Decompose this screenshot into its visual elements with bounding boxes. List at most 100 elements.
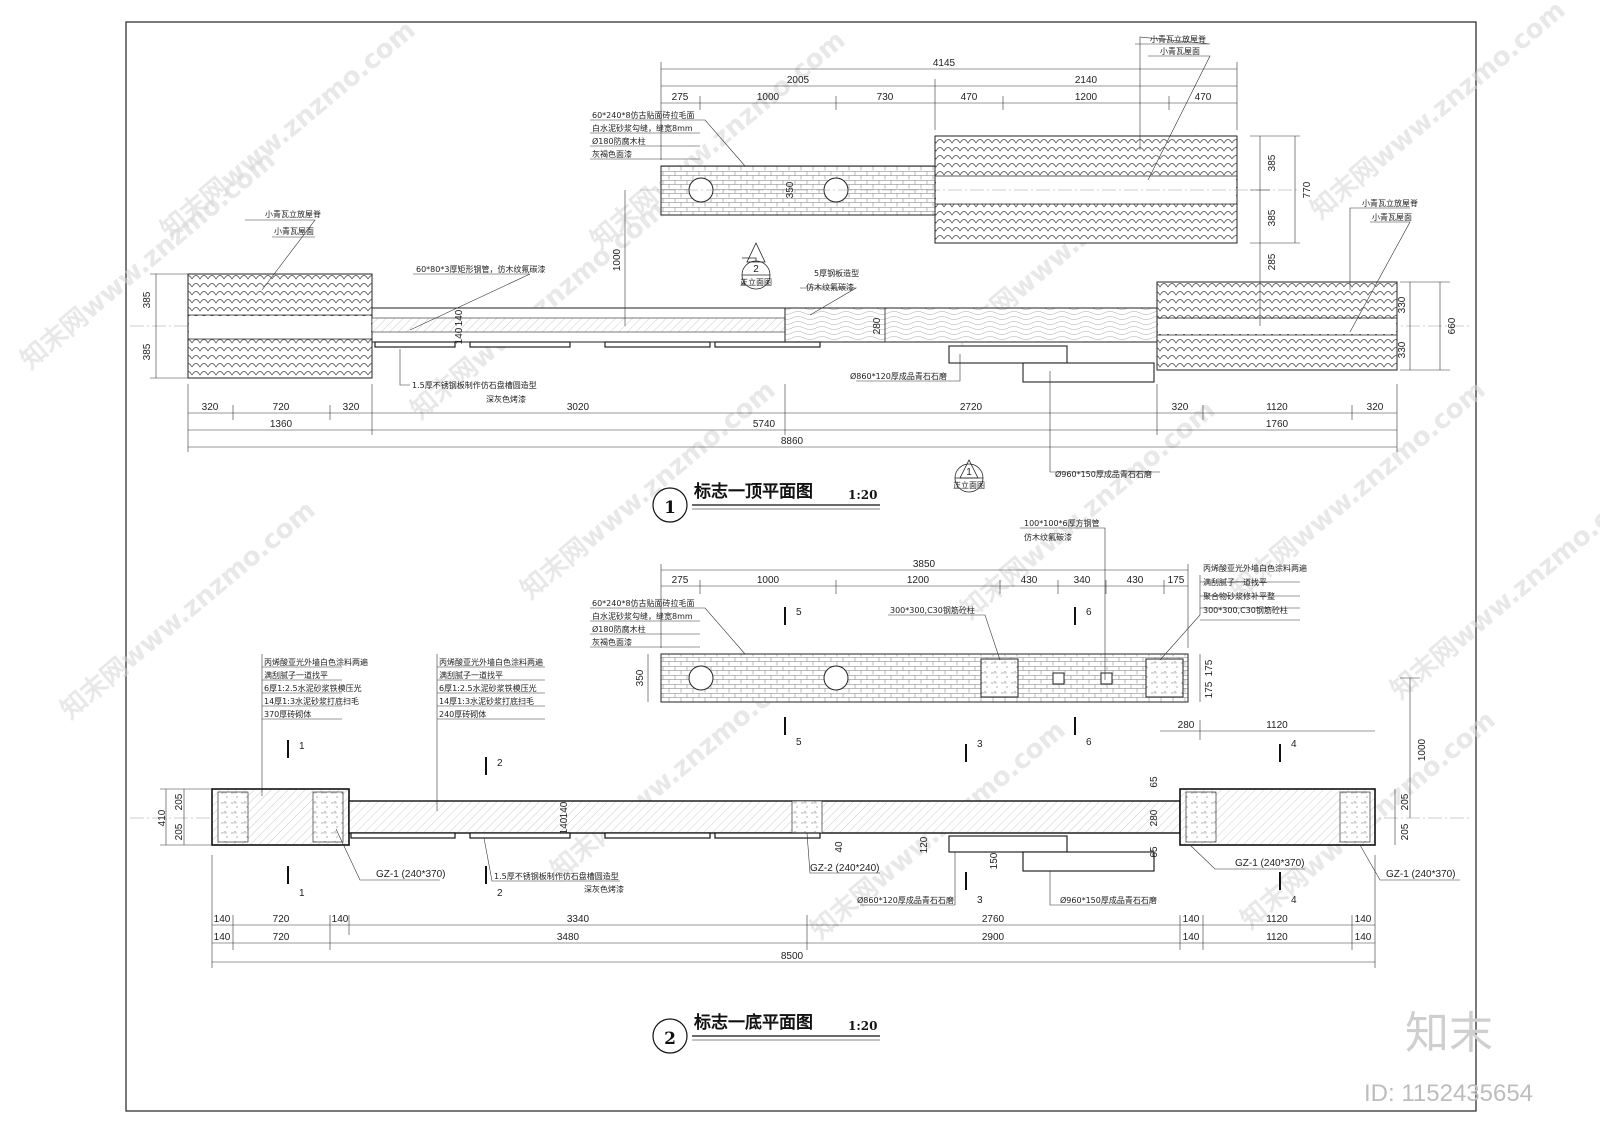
watermark-text: 知末网www.znzmo.com: [1305, 0, 1571, 225]
image-id-label: ID: 1152435654: [1364, 1080, 1533, 1107]
svg-text:6: 6: [1086, 607, 1092, 618]
dim-730: 730: [877, 92, 894, 103]
plan2-base-view: 3850 275 1000 1200 430 340 430 175 175 1…: [130, 518, 1470, 1054]
note-steel-plate-2: 仿木纹氟碳漆: [806, 282, 854, 292]
note-col-300: 300*300,C30钢筋砼柱: [890, 605, 975, 615]
svg-text:深灰色烤漆: 深灰色烤漆: [584, 884, 624, 894]
svg-text:6厚1:2.5水泥砂浆铁模压光: 6厚1:2.5水泥砂浆铁模压光: [264, 683, 362, 693]
svg-text:满刮腻子一道找平: 满刮腻子一道找平: [439, 670, 503, 680]
dim-left-385b: 385: [142, 343, 153, 360]
svg-text:285: 285: [1267, 253, 1278, 270]
svg-text:1: 1: [299, 888, 305, 899]
svg-text:2900: 2900: [982, 932, 1005, 943]
plan1-title: 1 标志一顶平面图 1:20: [652, 481, 880, 523]
svg-text:140: 140: [214, 932, 231, 943]
note-tile-left-1: 小青瓦立放屋脊: [265, 209, 321, 219]
dim2-65b: 65: [1149, 846, 1160, 858]
dim-1000: 1000: [757, 92, 780, 103]
label-gz1-left: GZ-1 (240*370): [376, 869, 445, 880]
svg-text:3480: 3480: [557, 932, 580, 943]
dim-2005: 2005: [787, 75, 810, 86]
note-beam: 60*80*3厚矩形钢管，仿木纹氟碳漆: [416, 264, 545, 274]
dim-140a: 140: [454, 309, 465, 326]
dim-2140: 2140: [1075, 75, 1098, 86]
svg-text:140: 140: [1355, 914, 1372, 925]
svg-text:140: 140: [332, 914, 349, 925]
dim-left-385a: 385: [142, 291, 153, 308]
note-tile-top-2: 小青瓦屋面: [1160, 46, 1200, 56]
svg-text:720: 720: [273, 932, 290, 943]
stone-860-b: [948, 835, 1068, 853]
middle-wall: [348, 800, 1181, 834]
svg-text:1120: 1120: [1266, 914, 1288, 925]
stone-960-b: [1022, 851, 1155, 872]
svg-text:3: 3: [977, 895, 983, 906]
dim2-205a: 205: [174, 793, 185, 810]
dim-770: 770: [1302, 181, 1313, 198]
svg-text:140: 140: [1183, 914, 1200, 925]
dim-140b: 140: [454, 327, 465, 344]
svg-text:1: 1: [299, 741, 305, 752]
svg-text:3: 3: [977, 739, 983, 750]
dim-b-320c: 320: [1172, 402, 1189, 413]
plan2-scale: 1:20: [848, 1019, 877, 1033]
dim2-120: 120: [919, 836, 930, 853]
label-gz1-far-right: GZ-1 (240*370): [1386, 869, 1455, 880]
svg-text:灰褐色面漆: 灰褐色面漆: [592, 637, 632, 647]
svg-text:720: 720: [273, 914, 290, 925]
label-gz1-right: GZ-1 (240*370): [1235, 858, 1304, 869]
svg-text:140: 140: [1183, 932, 1200, 943]
label-gz2: GZ-2 (240*240): [810, 863, 879, 874]
svg-text:正立面图: 正立面图: [953, 480, 985, 490]
svg-text:白水泥砂浆勾缝，缝宽8mm: 白水泥砂浆勾缝，缝宽8mm: [592, 611, 693, 621]
dim2-280m: 280: [1149, 809, 1160, 826]
svg-text:300*300,C30钢筋砼柱: 300*300,C30钢筋砼柱: [1203, 605, 1288, 615]
dim-1200: 1200: [1075, 92, 1098, 103]
dim-b-320b: 320: [343, 402, 360, 413]
dim-385b: 385: [1267, 209, 1278, 226]
dim2-150: 150: [989, 852, 1000, 869]
wood-plate: [784, 307, 1158, 343]
svg-text:聚合物砂浆修补平整: 聚合物砂浆修补平整: [1203, 591, 1275, 601]
svg-text:2760: 2760: [982, 914, 1005, 925]
dim2-1200: 1200: [907, 575, 930, 586]
dim-470: 470: [961, 92, 978, 103]
dim-b-1760: 1760: [1266, 419, 1289, 430]
dim-350: 350: [785, 181, 796, 198]
svg-text:2: 2: [753, 264, 759, 275]
note-brick-1: 60*240*8仿古贴面砖拉毛面: [592, 110, 695, 120]
brand-watermark: 知末: [1405, 1008, 1493, 1059]
dim2-340: 340: [1074, 575, 1091, 586]
dim-470b: 470: [1195, 92, 1212, 103]
svg-text:240厚砖砌体: 240厚砖砌体: [439, 709, 486, 719]
dim2-175a: 175: [1204, 659, 1215, 676]
dim2-65a: 65: [1149, 776, 1160, 788]
note-tile-right-2: 小青瓦屋面: [1372, 212, 1412, 222]
dim2-280: 280: [1178, 720, 1195, 731]
svg-text:60*240*8仿古贴面砖拉毛面: 60*240*8仿古贴面砖拉毛面: [592, 598, 695, 608]
dim-280: 280: [872, 317, 883, 334]
dim-4145: 4145: [933, 58, 956, 69]
note-brick-3: Ø180防腐木柱: [592, 136, 646, 146]
dim-b-3020: 3020: [567, 402, 590, 413]
plan2-title-text: 标志一底平面图: [694, 1012, 813, 1033]
watermark-text: 知末网www.znzmo.com: [1385, 475, 1600, 705]
svg-text:正立面图: 正立面图: [740, 277, 772, 287]
note-stone-960: Ø960*150厚成品青石石磨: [1055, 469, 1152, 479]
svg-text:6厚1:2.5水泥砂浆铁模压光: 6厚1:2.5水泥砂浆铁模压光: [439, 683, 537, 693]
svg-text:满刮腻子一道找平: 满刮腻子一道找平: [1203, 577, 1267, 587]
section-symbol-b: 1 正立面图: [953, 459, 985, 493]
note-sign-plate: 1.5厚不锈钢板制作仿石盘槽圆造型: [412, 380, 537, 390]
note-tile-right-1: 小青瓦立放屋脊: [1362, 198, 1418, 208]
plan2-number: 2: [664, 1029, 676, 1049]
svg-text:Ø960*150厚成品青石石磨: Ø960*150厚成品青石石磨: [1060, 895, 1157, 905]
note-brick-2: 白水泥砂浆勾缝，缝宽8mm: [592, 123, 693, 133]
dim2-1000v: 1000: [1417, 738, 1428, 761]
svg-text:4: 4: [1291, 739, 1297, 750]
dim2-205c: 205: [1400, 793, 1411, 810]
plan2-title: 2 标志一底平面图 1:20: [652, 1012, 880, 1054]
plan1-scale: 1:20: [848, 488, 877, 502]
dim2-410: 410: [157, 809, 168, 826]
note-steel-tube-2: 仿木纹氟碳漆: [1024, 532, 1072, 542]
